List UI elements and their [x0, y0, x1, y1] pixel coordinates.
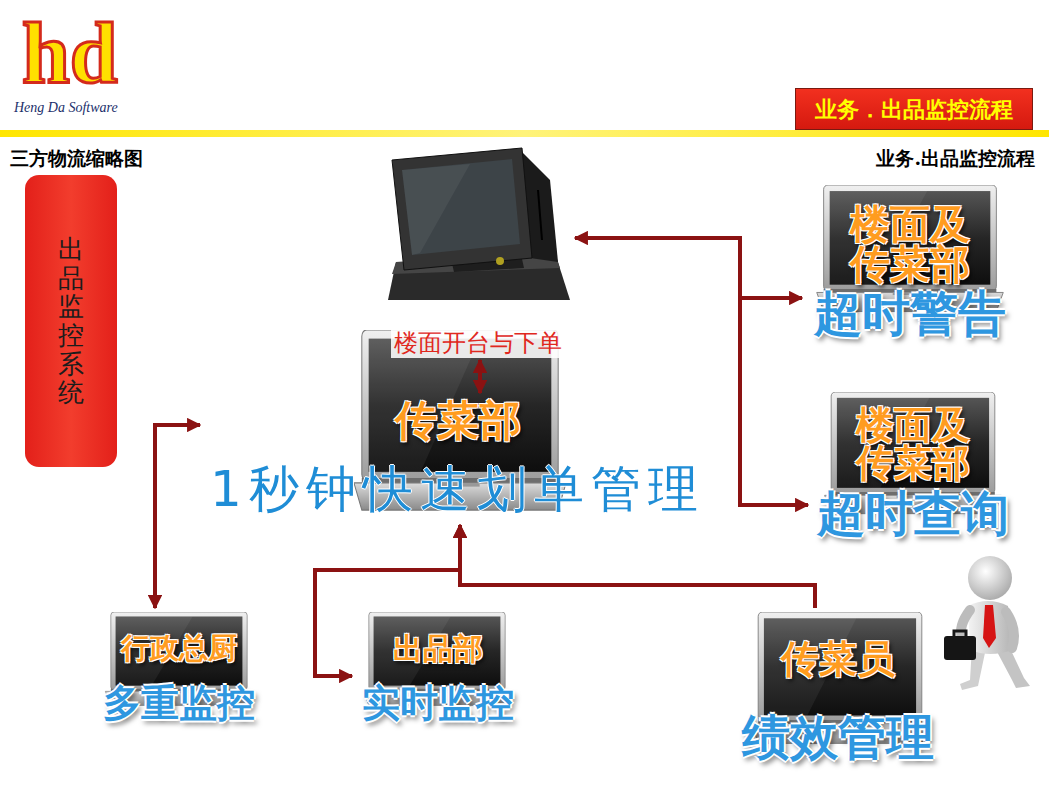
laptop-node: 传菜部 1秒钟快速划单管理: [200, 393, 715, 525]
power-button: [496, 257, 504, 265]
terminal-label: 楼面开台与下单: [391, 330, 565, 358]
header-rule: [0, 130, 1049, 137]
laptop-node: 行政总厨多重监控: [95, 608, 263, 734]
laptop-node: 楼面及 传菜部超时查询: [808, 398, 1018, 548]
caption-label: 实时监控: [362, 682, 514, 726]
laptop-node: 楼面及 传菜部超时警告: [802, 192, 1017, 344]
person-tie: [983, 605, 996, 648]
logo-mark: hd: [22, 10, 118, 96]
flow-arrow: [460, 525, 815, 608]
section-label: 三方物流缩略图: [10, 146, 143, 172]
header-title: 业务．出品监控流程: [815, 97, 1013, 122]
screen-label: 楼面及 传菜部: [850, 406, 975, 482]
laptop-node: 出品部实时监控: [352, 608, 524, 734]
screen-label: 传菜部: [395, 397, 521, 445]
header-box: 业务．出品监控流程: [795, 88, 1033, 130]
laptop-node: 传菜员绩效管理: [730, 608, 946, 774]
screen-label: 楼面及 传菜部: [844, 204, 976, 284]
pos-frame: [392, 148, 532, 270]
caption-label: 1秒钟快速划单管理: [210, 461, 705, 519]
pos-terminal: 楼面开台与下单: [380, 148, 575, 360]
screen-label: 出品部: [393, 632, 483, 667]
flow-arrow: [478, 360, 482, 393]
system-band: 出品监控系统: [25, 175, 117, 467]
flow-arrow: [155, 425, 200, 608]
caption-label: 超时查询: [817, 486, 1009, 541]
pos-terminal-illustration: [388, 148, 570, 300]
screen-label: 传菜员: [781, 638, 895, 682]
card-slot: [538, 190, 542, 240]
briefcase: [944, 636, 976, 660]
person-head: [968, 556, 1012, 600]
screen-label: 行政总厨: [121, 632, 237, 665]
connector-layer: [155, 238, 815, 676]
caption-label: 绩效管理: [742, 710, 934, 765]
person-figure: [944, 556, 1030, 690]
caption-label: 多重监控: [103, 682, 255, 726]
company-name: Heng Da Software: [14, 100, 118, 116]
section-label: 业务.出品监控流程: [876, 146, 1035, 172]
pos-screen: [402, 159, 520, 255]
pos-glare: [402, 164, 470, 255]
person-arm: [1006, 612, 1014, 648]
flow-arrow: [575, 238, 802, 298]
caption-label: 超时警告: [814, 286, 1006, 341]
system-name: 出品监控系统: [58, 235, 84, 407]
